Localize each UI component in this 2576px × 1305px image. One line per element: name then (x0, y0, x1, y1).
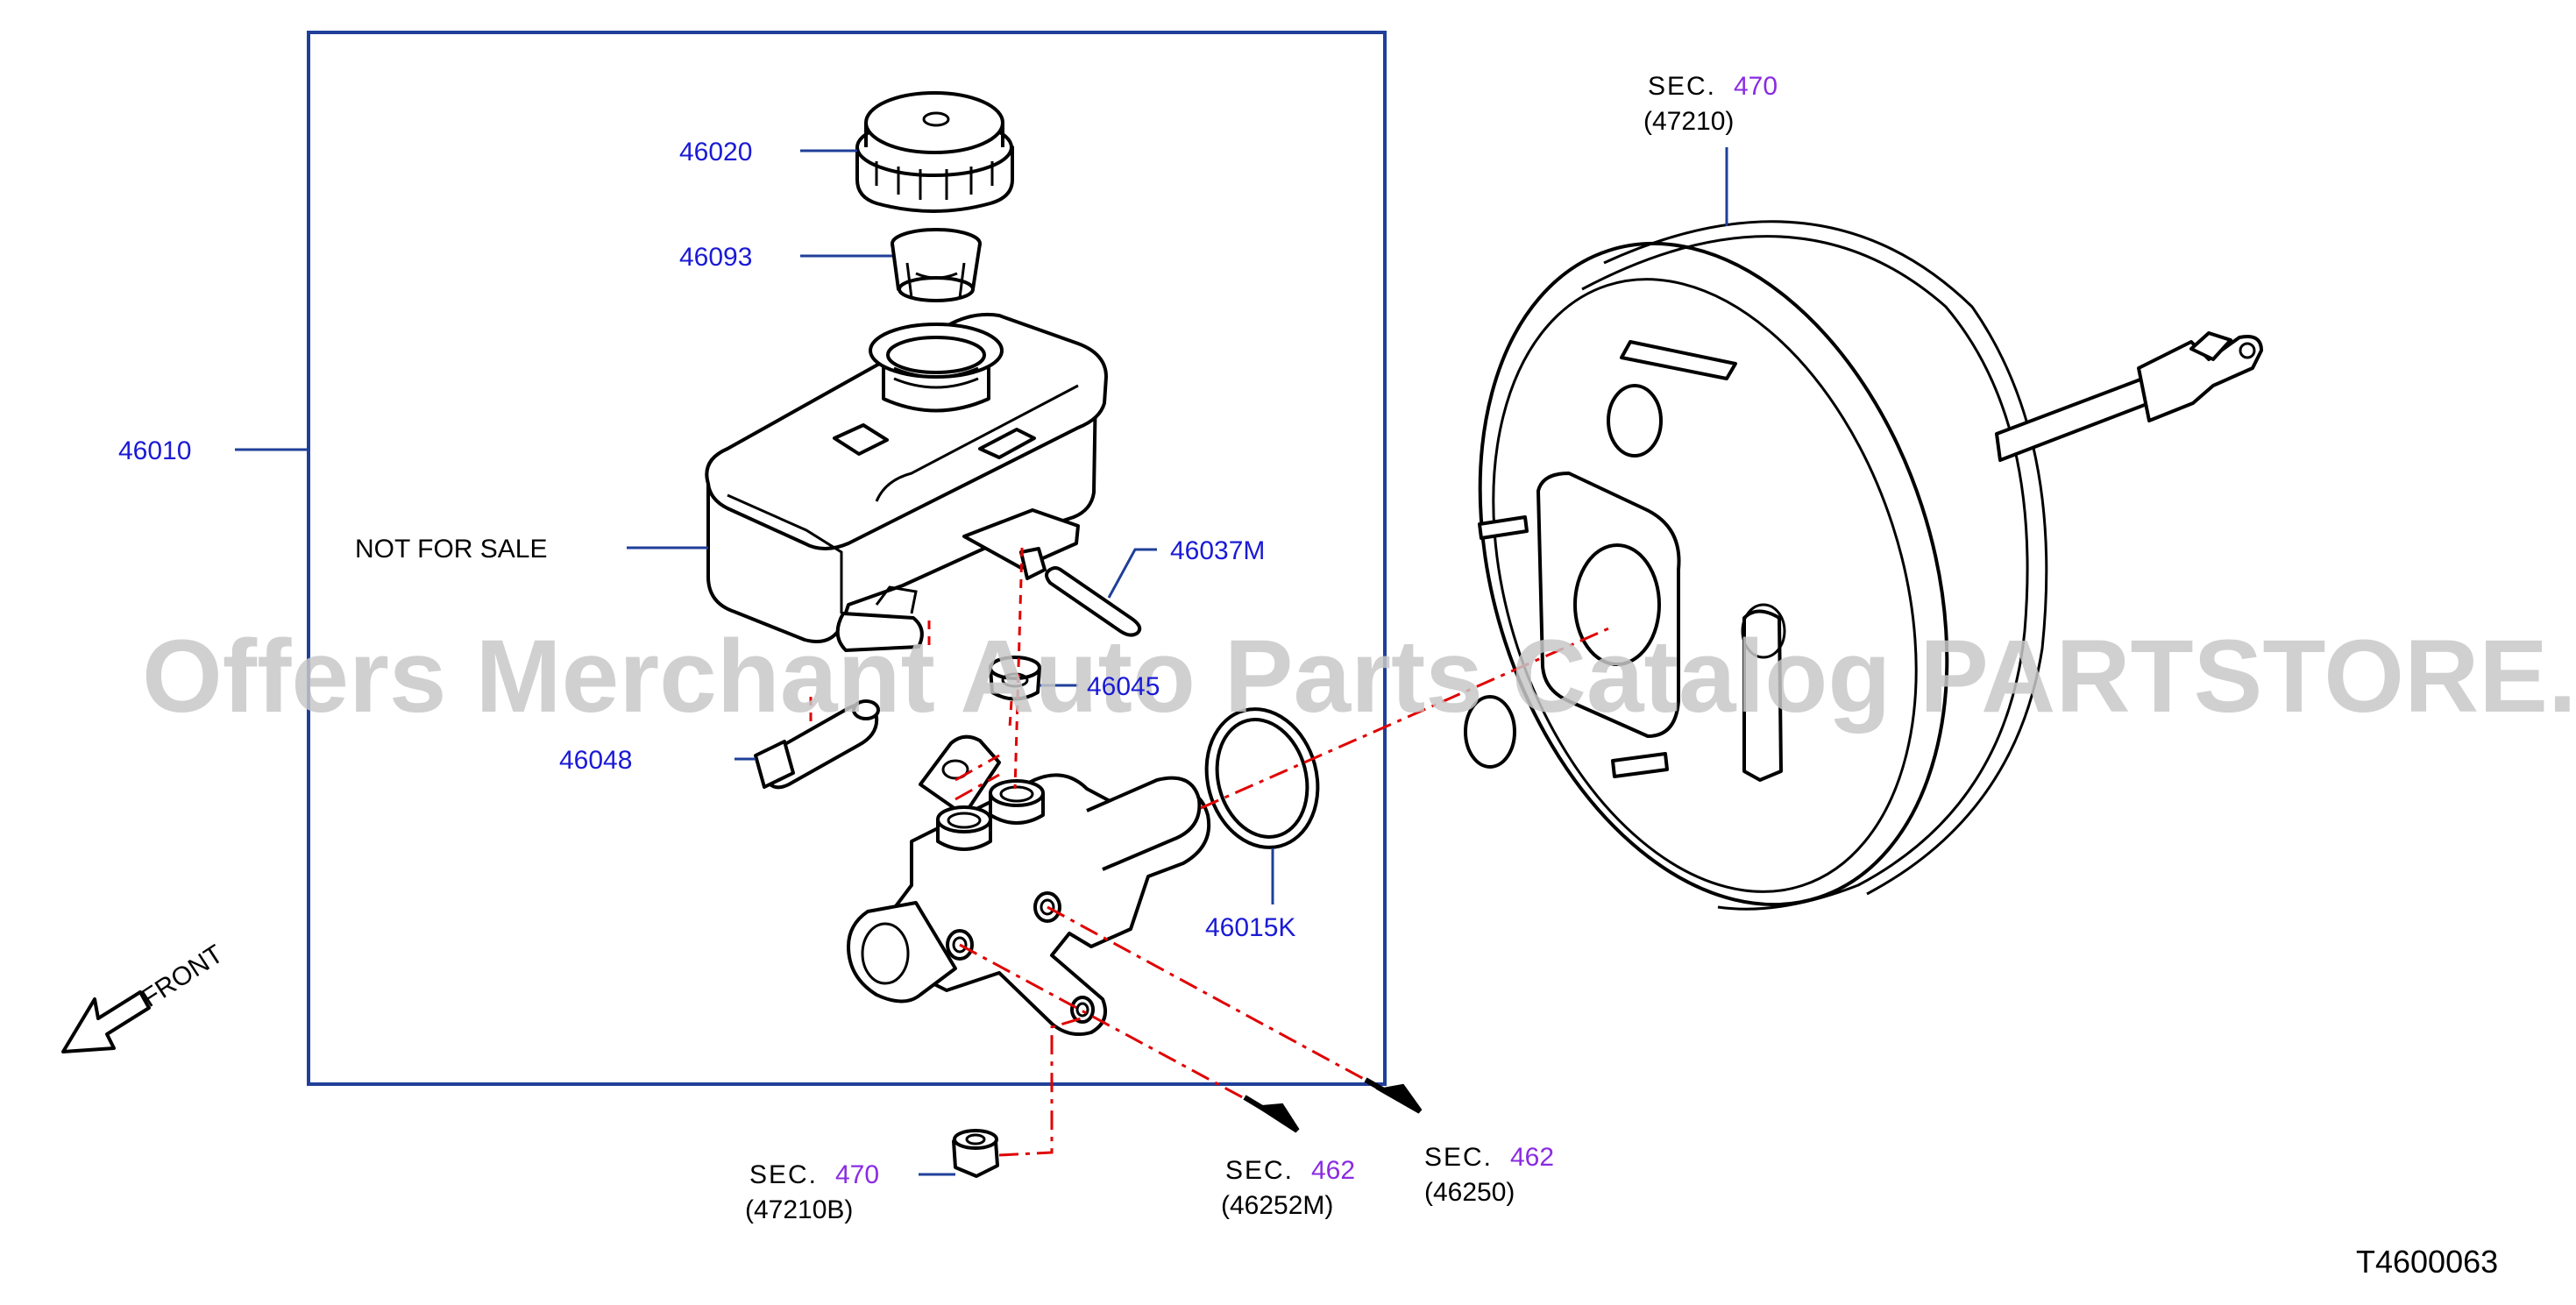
connector-drawing[interactable] (754, 699, 880, 790)
sec-ref-code: (46252M) (1221, 1191, 1333, 1220)
assembly-frame (307, 31, 1387, 1086)
sec-ref-code: (47210B) (745, 1195, 853, 1224)
o-ring-drawing[interactable] (1191, 697, 1332, 861)
callout-46015k[interactable]: 46015K (1205, 913, 1295, 942)
section-ref-nut[interactable]: SEC. 470 (47210B) (745, 1160, 879, 1224)
sec-number-link[interactable]: 462 (1510, 1143, 1554, 1172)
arrow-icon (1364, 1077, 1413, 1109)
callout-46010[interactable]: 46010 (118, 436, 191, 465)
pin-drawing[interactable] (1045, 566, 1142, 637)
sec-label: SEC. (1648, 72, 1716, 101)
section-ref-booster[interactable]: SEC. 470 (47210) (1643, 72, 1778, 136)
reservoir-cap-drawing[interactable] (855, 91, 1014, 213)
callout-46037m[interactable]: 46037M (1170, 536, 1265, 565)
sec-ref-code: (47210) (1643, 107, 1734, 136)
master-cylinder-drawing[interactable] (847, 734, 1211, 1036)
sec-label: SEC. (1424, 1143, 1493, 1172)
brake-booster-drawing[interactable] (1400, 183, 2263, 966)
front-label: FRONT (137, 940, 229, 1013)
leader-lines (235, 147, 1728, 1176)
sec-number-link[interactable]: 470 (1734, 72, 1778, 101)
not-for-sale-label: NOT FOR SALE (355, 535, 548, 564)
arrow-icon (1243, 1095, 1290, 1126)
diagram-code: T4600063 (2356, 1244, 2498, 1280)
sec-label: SEC. (749, 1160, 818, 1189)
callout-46048[interactable]: 46048 (559, 746, 632, 775)
sec-number-link[interactable]: 462 (1311, 1156, 1355, 1185)
front-arrow-icon (61, 990, 151, 1053)
section-ref-line-b[interactable]: SEC. 462 (46250) (1424, 1143, 1554, 1207)
sec-ref-code: (46250) (1424, 1178, 1515, 1207)
sec-label: SEC. (1225, 1156, 1294, 1185)
watermark: Offers Merchant Auto Parts Catalog PARTS… (142, 619, 2576, 734)
reservoir-tank-drawing[interactable] (705, 312, 1108, 652)
grommet-drawing[interactable] (989, 656, 1041, 701)
sec-number-link[interactable]: 470 (835, 1160, 879, 1189)
callout-46093[interactable]: 46093 (679, 243, 752, 272)
callout-46020[interactable]: 46020 (679, 138, 752, 167)
front-indicator: FRONT (61, 940, 229, 1053)
section-ref-line-a[interactable]: SEC. 462 (46252M) (1221, 1156, 1355, 1220)
strainer-drawing[interactable] (891, 228, 982, 302)
callout-46045[interactable]: 46045 (1087, 672, 1160, 701)
guide-lines (809, 547, 1614, 1157)
nut-drawing[interactable] (952, 1129, 999, 1178)
